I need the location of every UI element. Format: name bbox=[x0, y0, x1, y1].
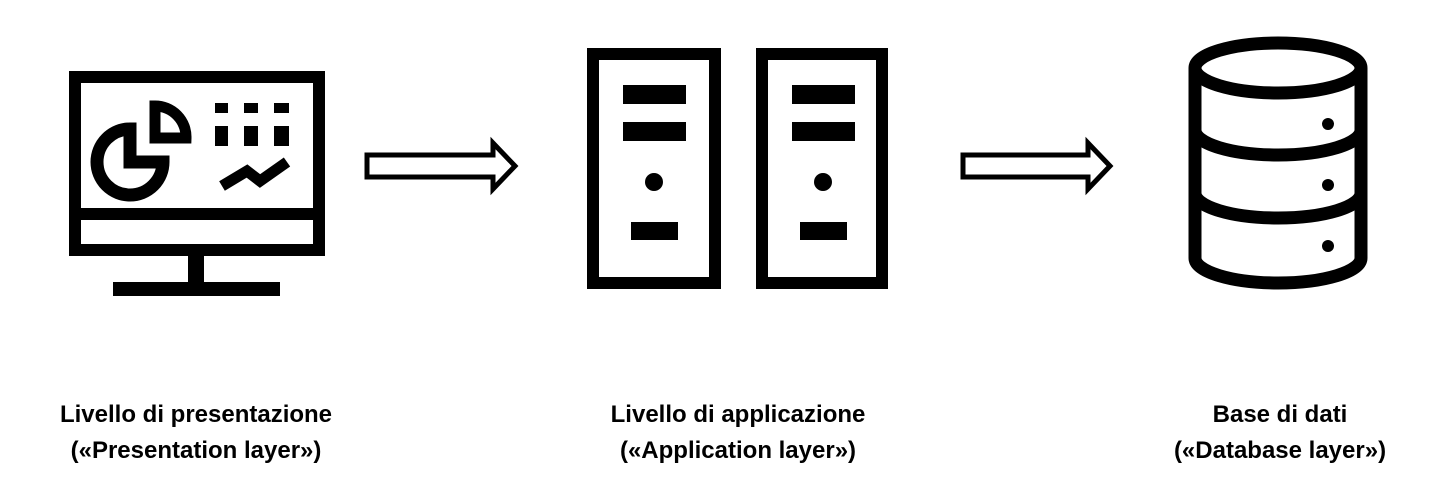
monitor-dashboard-icon bbox=[69, 71, 325, 296]
application-tier-subtitle: («Application layer») bbox=[619, 437, 857, 464]
arrow-right-icon bbox=[364, 136, 519, 196]
server-tower-right bbox=[756, 48, 888, 289]
database-tier-title: Base di dati bbox=[1212, 401, 1348, 428]
data-grid-icon bbox=[215, 103, 289, 146]
server-towers-icon bbox=[587, 48, 888, 289]
monitor-neck bbox=[188, 250, 204, 288]
database-tier-label: Base di dati («Database layer») bbox=[1120, 397, 1440, 469]
presentation-tier-label: Livello di presentazione («Presentation … bbox=[36, 397, 356, 469]
database-tier-subtitle: («Database layer») bbox=[1173, 437, 1387, 464]
monitor-base bbox=[113, 282, 280, 296]
application-tier-label: Livello di applicazione («Application la… bbox=[578, 397, 898, 469]
server-tower-left bbox=[587, 48, 721, 289]
pie-slice-icon bbox=[149, 100, 192, 144]
database-cylinder-icon bbox=[1188, 36, 1368, 290]
pie-chart-icon bbox=[90, 122, 170, 202]
monitor-divider bbox=[75, 208, 319, 220]
presentation-tier-title: Livello di presentazione bbox=[59, 401, 333, 428]
arrow-right-icon bbox=[960, 136, 1114, 196]
trend-line-icon bbox=[219, 157, 291, 191]
application-tier-title: Livello di applicazione bbox=[610, 401, 866, 428]
presentation-tier-subtitle: («Presentation layer») bbox=[70, 437, 322, 464]
